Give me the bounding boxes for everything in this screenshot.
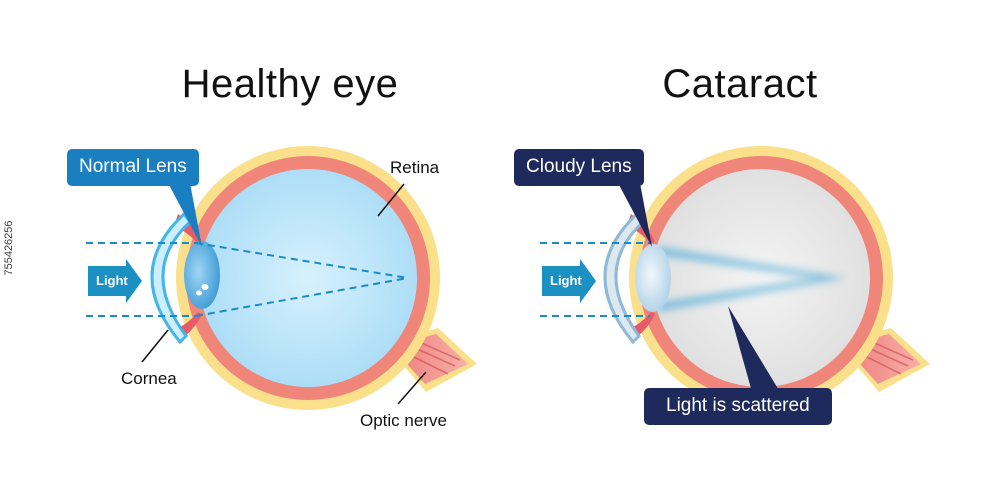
retina-label: Retina <box>390 158 440 177</box>
optic-nerve-label: Optic nerve <box>360 411 447 430</box>
scattered-light-beam <box>656 246 846 312</box>
cornea-leader <box>141 329 169 363</box>
light-label-right: Light <box>550 273 582 288</box>
scattered-callout: Light is scattered <box>644 388 832 425</box>
vitreous-body <box>652 169 870 387</box>
normal-lens-callout: Normal Lens <box>67 149 199 186</box>
vitreous-body <box>199 169 417 387</box>
optic-nerve-leader <box>397 371 427 405</box>
normal-lens <box>184 241 220 309</box>
cornea-label: Cornea <box>121 369 177 388</box>
lens-highlight <box>196 290 202 296</box>
cloudy-lens-callout: Cloudy Lens <box>514 149 644 186</box>
cloudy-lens-pointer <box>618 183 652 247</box>
normal-lens-pointer <box>168 183 202 247</box>
cataract-title: Cataract <box>662 62 818 106</box>
side-id-text: 755426256 <box>3 220 15 276</box>
light-label-left: Light <box>96 273 128 288</box>
retina-leader <box>377 183 405 217</box>
healthy-eye <box>86 146 477 410</box>
light-arrow-icon <box>88 259 142 303</box>
scattered-pointer <box>728 306 780 392</box>
lens-highlight <box>201 284 209 290</box>
healthy-eye-title: Healthy eye <box>181 62 399 106</box>
light-arrow-icon <box>542 259 596 303</box>
cataract-eye <box>540 146 930 410</box>
cloudy-lens <box>635 244 671 312</box>
